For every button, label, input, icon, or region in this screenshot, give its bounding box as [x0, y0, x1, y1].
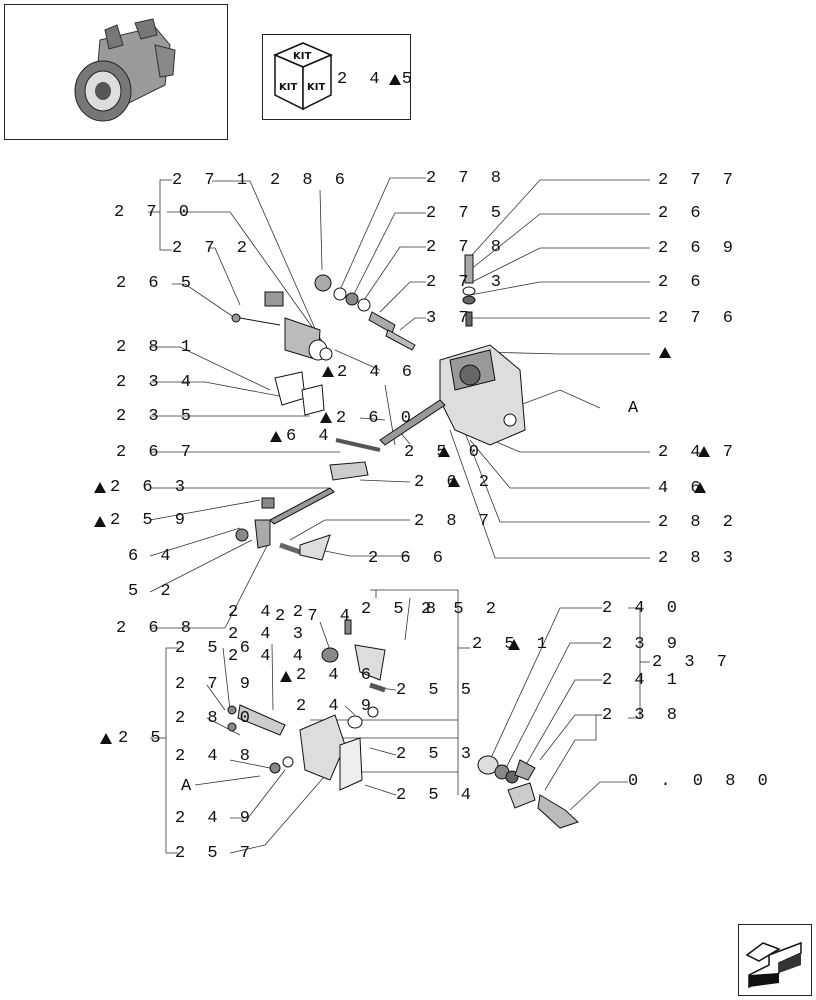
part-label: 2 5 5 [396, 681, 478, 700]
kit-right-text: KIT [307, 82, 325, 93]
kit-triangle-icon [438, 446, 450, 457]
part-label: 2 7 3 [426, 273, 508, 292]
part-label: 2 4 6 [337, 363, 419, 382]
part-label: 2 6 [658, 204, 707, 223]
kit-triangle-icon [698, 446, 710, 457]
part-label: 2 5 3 [396, 745, 478, 764]
part-label: 2 3 7 [652, 653, 734, 672]
part-label: 2 3 5 [116, 407, 198, 426]
kit-triangle-icon [322, 366, 334, 377]
kit-triangle-icon [100, 733, 112, 744]
kit-triangle-icon [320, 412, 332, 423]
part-label: 6 4 [286, 427, 335, 446]
part-label: 2 5 7 [175, 844, 257, 863]
kit-triangle-icon [659, 347, 671, 358]
kit-box: KIT KIT KIT 2 4 5 [262, 34, 412, 120]
part-label: 0 . 0 8 0 [628, 772, 774, 791]
part-label: 2 7 9 [175, 675, 257, 694]
part-label: 2 5 2 [421, 600, 503, 619]
part-label: 2 3 9 [602, 635, 684, 654]
part-label: 2 6 9 [658, 239, 740, 258]
part-label: 2 7 2 [172, 239, 254, 258]
engine-thumbnail-icon [74, 18, 176, 122]
part-label: 2 3 8 [602, 706, 684, 725]
part-label: 2 8 0 [175, 709, 257, 728]
part-label: 2 4 6 [296, 666, 378, 685]
part-label: 3 7 [426, 309, 475, 328]
part-label: 2 5 [118, 729, 167, 748]
part-label: 2 8 3 [658, 549, 740, 568]
part-label: 2 4 4 [228, 647, 310, 666]
part-label: 2 7 7 [658, 171, 740, 190]
part-label: 2 7 8 [426, 238, 508, 257]
next-page-button[interactable] [738, 924, 812, 996]
part-label: 4 6 [658, 479, 707, 498]
part-label: 2 8 1 [116, 338, 198, 357]
part-label: 6 4 [128, 547, 177, 566]
part-label: 2 8 6 [270, 171, 352, 190]
kit-cube-icon: KIT KIT KIT [273, 42, 333, 111]
part-label: 2 4 9 [175, 809, 257, 828]
kit-triangle-icon [694, 482, 706, 493]
kit-left-text: KIT [279, 82, 297, 93]
part-label: 2 5 6 [175, 639, 257, 658]
part-label: 2 6 7 [116, 443, 198, 462]
thumbnail-frame [4, 4, 228, 140]
part-label: A [628, 399, 645, 418]
kit-triangle-icon [448, 476, 460, 487]
part-label: 2 7 1 [172, 171, 254, 190]
kit-triangle-icon [508, 639, 520, 650]
part-label: 2 5 8 [361, 600, 443, 619]
part-label: 2 6 3 [110, 478, 192, 497]
kit-triangle-icon [270, 431, 282, 442]
part-label: 2 7 6 [658, 309, 740, 328]
next-page-arrow-icon [745, 941, 802, 989]
part-label: 2 7 5 [426, 204, 508, 223]
part-label: 2 6 5 [116, 274, 198, 293]
part-label: 2 4 1 [602, 671, 684, 690]
part-label: 2 4 9 [296, 697, 378, 716]
part-label: 2 8 2 [658, 513, 740, 532]
part-label: 2 4 3 [228, 625, 310, 644]
kit-triangle-icon [280, 671, 292, 682]
part-label: 2 6 6 [368, 549, 450, 568]
part-label: 2 4 0 [602, 599, 684, 618]
part-label: 2 4 8 [175, 747, 257, 766]
part-label: 2 5 4 [396, 786, 478, 805]
kit-triangle-icon [94, 516, 106, 527]
part-label: 5 2 [128, 582, 177, 601]
part-label: 2 7 4 [275, 607, 357, 626]
part-label: 2 4 7 [658, 443, 740, 462]
part-label: 2 6 0 [336, 409, 418, 428]
kit-triangle-icon [94, 482, 106, 493]
kit-top-text: KIT [293, 51, 311, 62]
kit-triangle-icon [389, 74, 401, 85]
part-label: 2 6 [658, 273, 707, 292]
part-label: 2 7 8 [426, 169, 508, 188]
part-label: A [181, 777, 198, 796]
part-label: 2 4 2 [228, 603, 310, 622]
part-label: 2 5 9 [110, 511, 192, 530]
part-label: 2 8 7 [414, 512, 496, 531]
part-label: 2 3 4 [116, 373, 198, 392]
part-label: 2 6 8 [116, 619, 198, 638]
part-label: 2 7 0 [114, 203, 196, 222]
